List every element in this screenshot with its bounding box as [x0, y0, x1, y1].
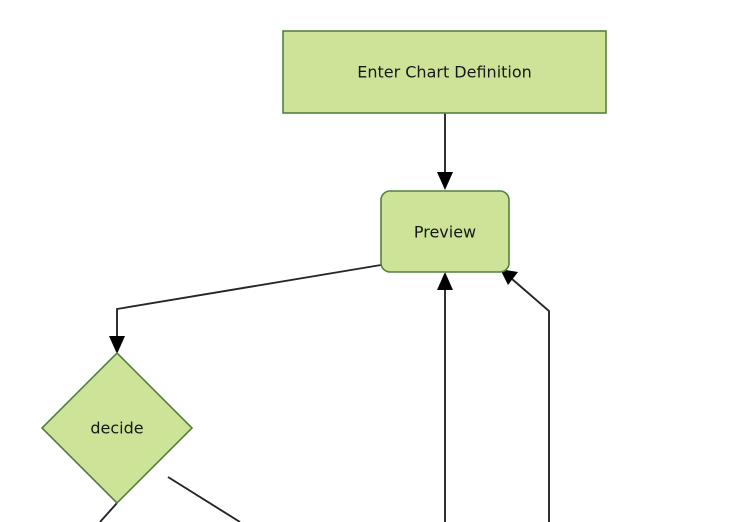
arrowhead-icon	[500, 269, 518, 285]
node-decide[interactable]: decide	[40, 351, 194, 505]
edge-line	[116, 264, 382, 341]
edge-enter-to-preview	[437, 113, 453, 190]
edge-decide-right-out	[167, 476, 241, 522]
edge-line	[167, 476, 241, 522]
node-shape-diamond[interactable]	[40, 351, 194, 505]
arrowhead-icon	[437, 272, 453, 290]
node-enter-chart-definition[interactable]: Enter Chart Definition	[282, 30, 607, 114]
edge-center-into-preview	[437, 272, 453, 522]
edge-right-into-preview	[500, 269, 550, 522]
arrowhead-icon	[437, 172, 453, 190]
node-preview[interactable]: Preview	[380, 190, 510, 273]
edge-decide-bottom-out	[99, 502, 118, 522]
node-shape-rounded-rectangle[interactable]	[380, 190, 510, 273]
edge-preview-to-decide	[109, 264, 382, 354]
arrowhead-icon	[109, 336, 125, 354]
edge-line	[511, 278, 550, 522]
edge-line	[99, 502, 118, 522]
node-shape-rectangle[interactable]	[282, 30, 607, 114]
